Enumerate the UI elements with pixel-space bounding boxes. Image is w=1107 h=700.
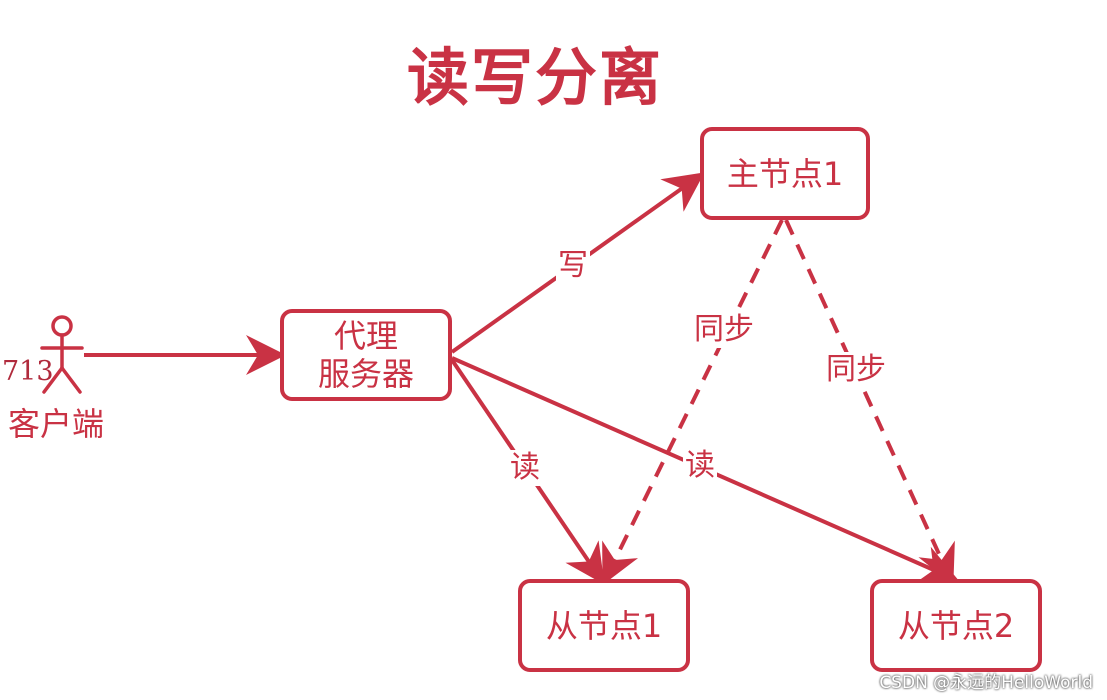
edge-label-read2: 读	[683, 448, 717, 484]
edge-label-sync2: 同步	[824, 352, 888, 388]
node-slave1[interactable]: 从节点1	[518, 579, 690, 672]
diagram-title: 读写分离	[406, 41, 663, 114]
node-slave2[interactable]: 从节点2	[870, 579, 1042, 672]
client-label: 客户端	[8, 405, 105, 443]
edge-label-read1: 读	[508, 450, 542, 486]
node-master[interactable]: 主节点1	[700, 127, 870, 220]
node-slave2-label: 从节点2	[897, 606, 1015, 645]
node-slave1-label: 从节点1	[545, 606, 663, 645]
watermark: CSDN @永远的HelloWorld	[879, 673, 1093, 693]
node-proxy-line2: 服务器	[317, 355, 414, 393]
edge-label-write: 写	[556, 248, 590, 284]
edge-label-sync1: 同步	[692, 312, 756, 348]
client-actor-icon	[40, 315, 84, 394]
edge-sync-slave2	[784, 219, 955, 586]
node-proxy-line1: 代理	[333, 317, 398, 355]
edge-sync-slave1	[602, 219, 784, 586]
node-proxy[interactable]: 代理 服务器	[280, 309, 452, 401]
client-number: 713	[2, 356, 54, 387]
node-master-label: 主节点1	[726, 154, 844, 193]
